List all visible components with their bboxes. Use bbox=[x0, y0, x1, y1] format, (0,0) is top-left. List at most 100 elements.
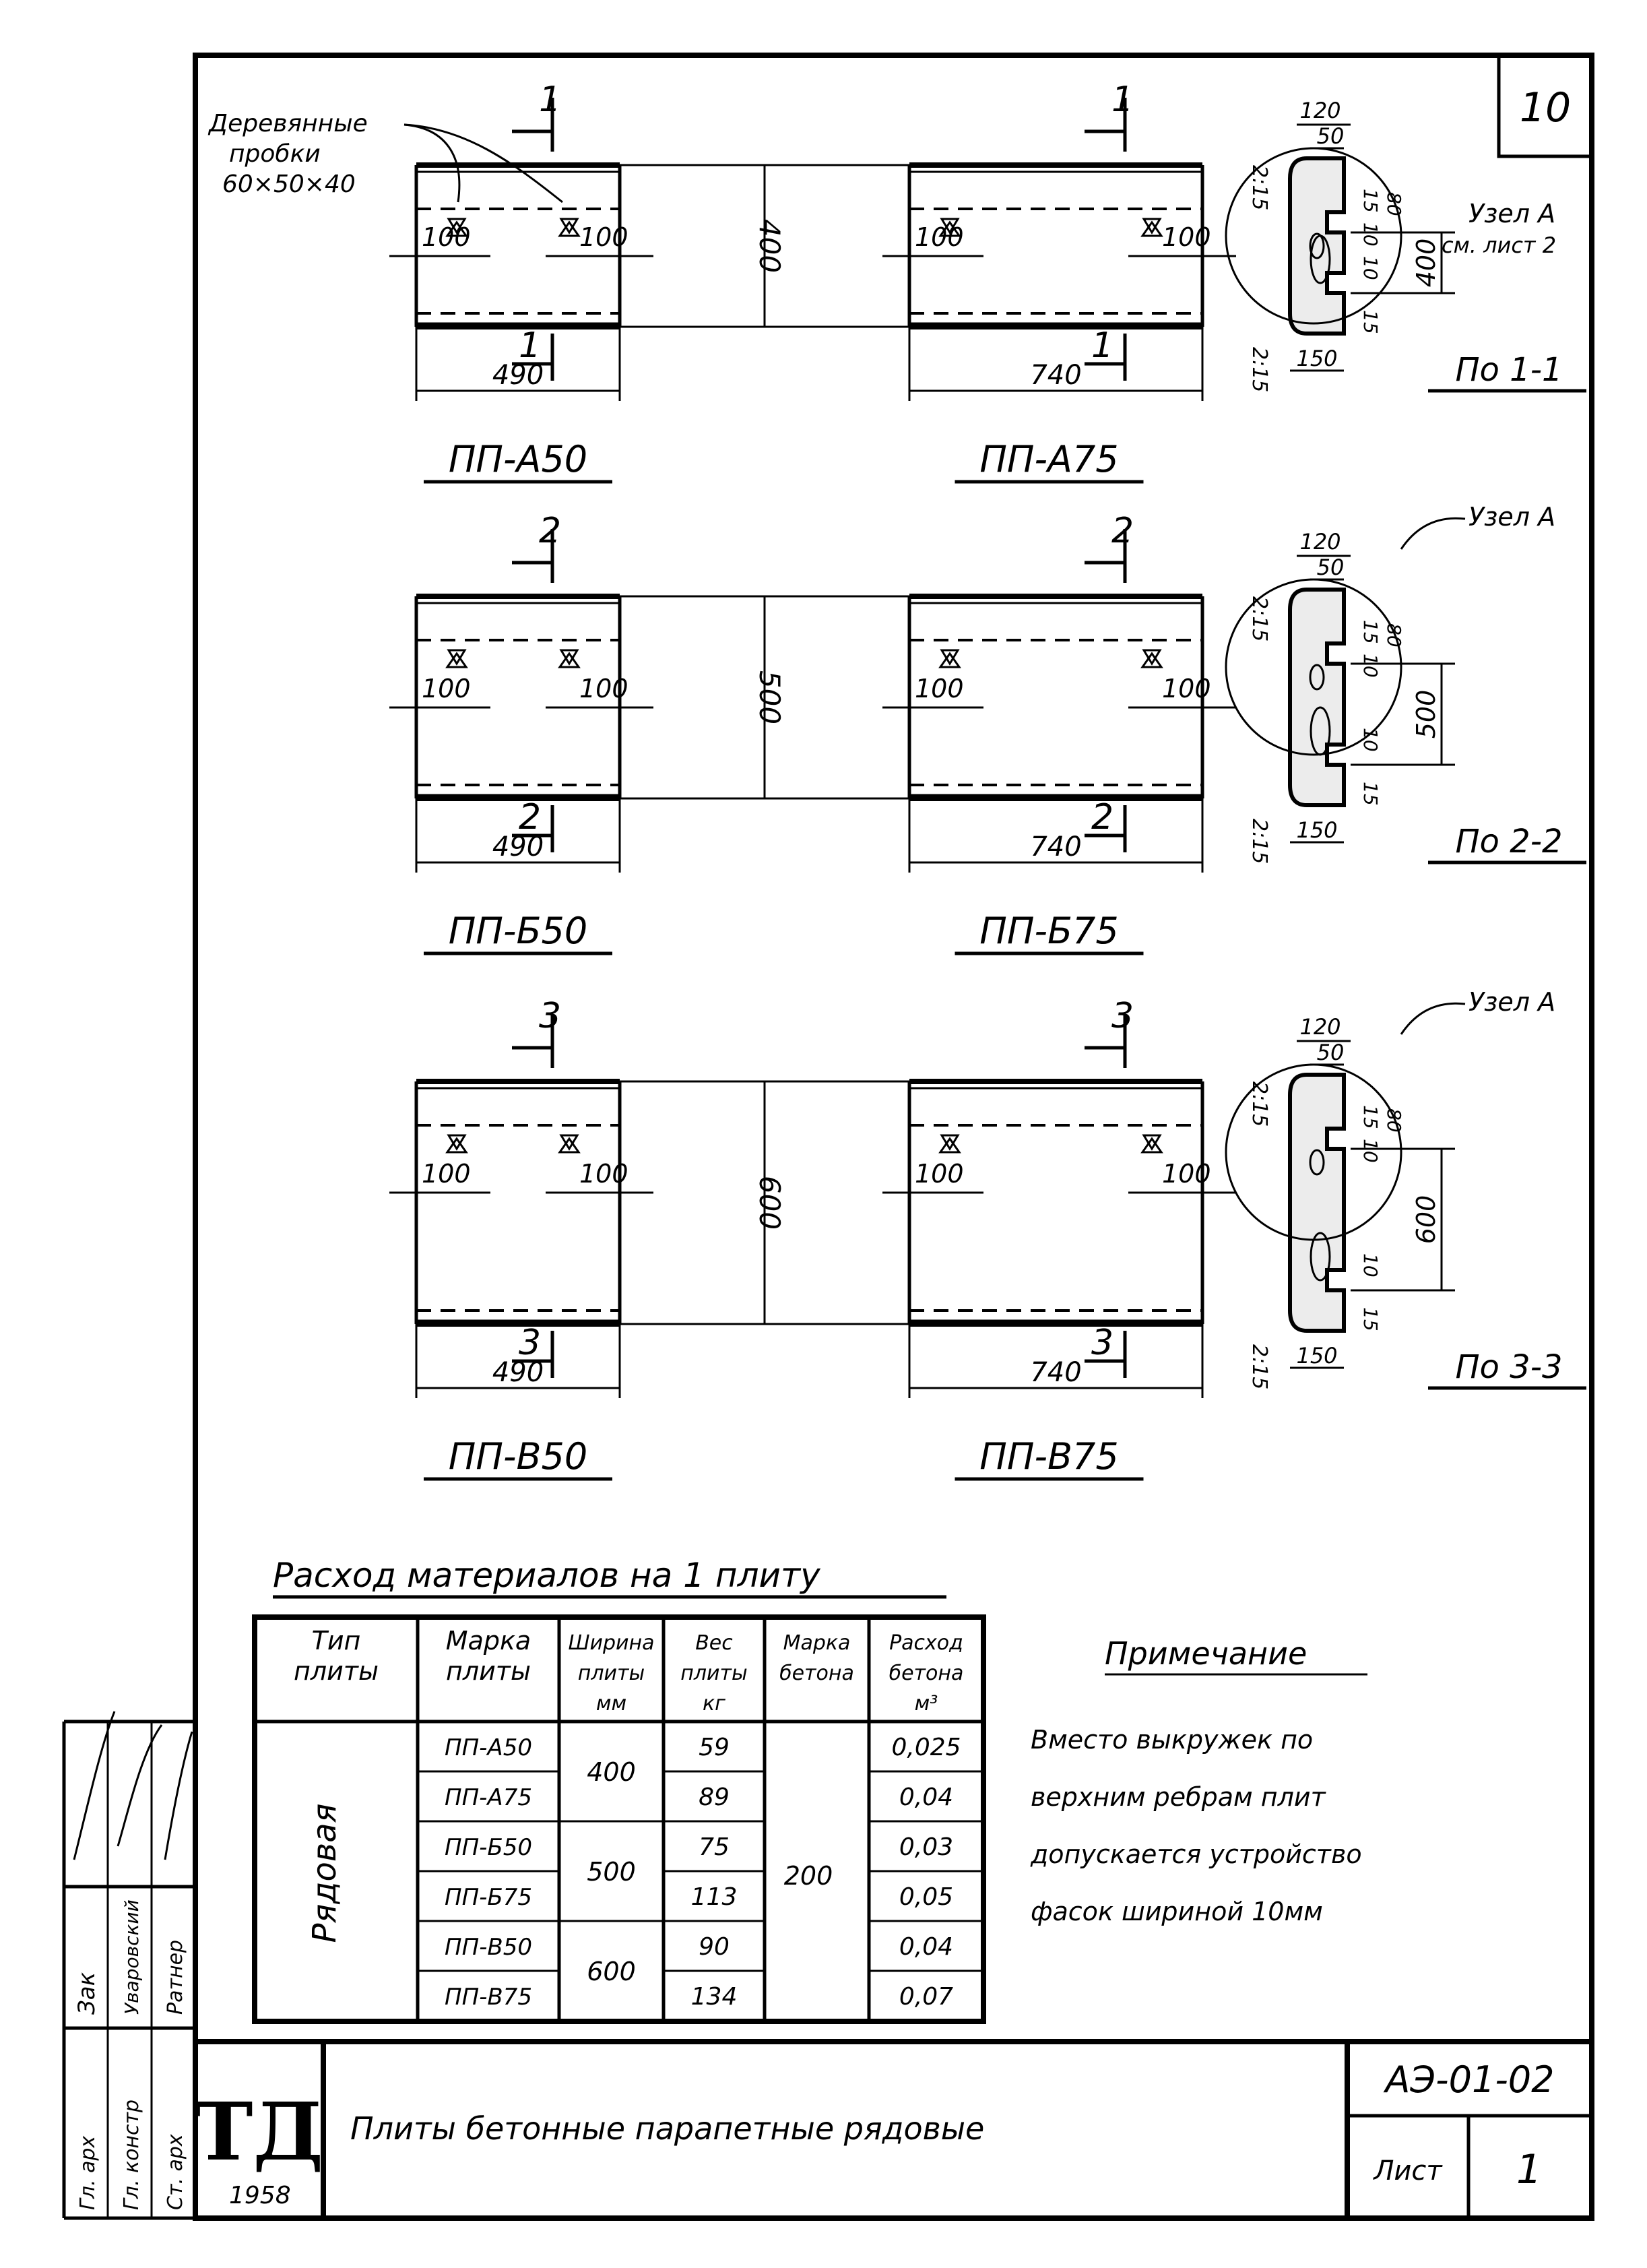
table-row: ПП-В50 90 0,04 bbox=[445, 1933, 953, 1961]
profile-step-value: 50 bbox=[1317, 555, 1345, 580]
section-label-top: 2 bbox=[1111, 511, 1134, 551]
wood-plugs-line-1: Деревянные bbox=[207, 110, 368, 137]
offset-left-value: 100 bbox=[915, 1159, 964, 1189]
profile-d80: 80 bbox=[1383, 192, 1405, 216]
plate-mark-caption: ПП-А75 bbox=[979, 438, 1118, 480]
wood-plugs-line-2: пробки bbox=[229, 140, 321, 168]
wood-plug-2 bbox=[558, 649, 581, 668]
aggregate-2 bbox=[1310, 1232, 1331, 1282]
note-block: Примечание Вместо выкружек по верхним ре… bbox=[1030, 1635, 1367, 1926]
table-cell-weight: 75 bbox=[699, 1833, 730, 1861]
plate-mark-caption: ПП-Б75 bbox=[979, 910, 1118, 952]
width-value: 490 bbox=[492, 831, 544, 862]
plate-mark-caption: ПП-Б50 bbox=[449, 910, 587, 952]
profile-d15a: 15 bbox=[1359, 189, 1382, 213]
table-cell-mark: ПП-Б50 bbox=[445, 1834, 532, 1861]
profile-height-value: 500 bbox=[1411, 690, 1441, 739]
node-a-label: Узел А bbox=[1468, 502, 1555, 532]
offset-right-value: 100 bbox=[579, 222, 628, 252]
profile-slope-top: 2:15 bbox=[1248, 596, 1271, 641]
table-cell-weight: 90 bbox=[699, 1933, 730, 1961]
aggregate-2 bbox=[1310, 234, 1331, 284]
table-cell-width: 400 bbox=[587, 1757, 636, 1787]
section-label-top: 1 bbox=[539, 80, 561, 120]
table-header-3-1: плиты bbox=[680, 1662, 747, 1685]
aggregate-1 bbox=[1309, 232, 1325, 259]
wood-plugs-line-3: 60×50×40 bbox=[222, 170, 356, 198]
see-sheet-label: см. лист 2 bbox=[1442, 232, 1556, 258]
section-label-top: 1 bbox=[1111, 80, 1134, 120]
wood-plug-1 bbox=[938, 1134, 961, 1154]
section-label-bottom: 2 bbox=[1091, 797, 1113, 838]
table-header-3-2: кг bbox=[703, 1692, 725, 1715]
table-header-2-2: мм bbox=[596, 1692, 626, 1715]
offset-left-value: 100 bbox=[422, 674, 471, 703]
table-cell-mark: ПП-Б75 bbox=[445, 1884, 532, 1911]
offset-left-value: 100 bbox=[915, 222, 964, 252]
aggregate-1 bbox=[1309, 1149, 1325, 1176]
profile-caption: По 3-3 bbox=[1455, 1348, 1562, 1386]
signature-scribbles bbox=[73, 1711, 193, 1860]
table-header-1-0: Марка bbox=[446, 1626, 531, 1656]
offset-left-value: 100 bbox=[422, 222, 471, 252]
profile-shape bbox=[1288, 588, 1346, 807]
profile-height-value: 600 bbox=[1411, 1195, 1441, 1245]
width-value: 740 bbox=[1030, 831, 1081, 862]
table-header-2-0: Ширина bbox=[568, 1631, 654, 1655]
table-cell-mark: ПП-В75 bbox=[445, 1984, 532, 2011]
table-row: ПП-Б50 75 0,03 bbox=[445, 1833, 953, 1861]
table-cell-volume: 0,04 bbox=[899, 1933, 953, 1961]
table-cell-weight: 134 bbox=[691, 1983, 738, 2011]
profile-slope-bottom: 2:15 bbox=[1248, 819, 1271, 864]
profile-bottom-value: 150 bbox=[1296, 346, 1337, 371]
profile-d10a: 10 bbox=[1359, 1139, 1382, 1163]
side-stamp: Зак Гл. арх Гл. констр Уваровский Ст. ар… bbox=[62, 1711, 195, 2220]
table-cell-mark: ПП-В50 bbox=[445, 1934, 532, 1961]
profile-d10b: 10 bbox=[1359, 728, 1382, 752]
profile-slope-bottom: 2:15 bbox=[1248, 1344, 1271, 1389]
plate-mark-caption: ПП-А50 bbox=[449, 438, 587, 480]
aggregate-1 bbox=[1309, 664, 1325, 691]
profile-caption: По 1-1 bbox=[1455, 351, 1562, 389]
profile-d15a: 15 bbox=[1359, 620, 1382, 644]
profile-d15b: 15 bbox=[1359, 782, 1382, 806]
profile-top-value: 120 bbox=[1299, 1014, 1341, 1040]
table-header-2-1: плиты bbox=[578, 1662, 645, 1685]
wood-plug-1 bbox=[445, 649, 468, 668]
table-header-4-0: Марка bbox=[783, 1631, 851, 1655]
section-label-top: 3 bbox=[1111, 996, 1134, 1036]
section-label-bottom: 1 bbox=[1091, 325, 1113, 366]
node-a-label: Узел А bbox=[1468, 199, 1555, 228]
table-frame bbox=[252, 1614, 986, 2024]
table-cell-volume: 0,03 bbox=[899, 1833, 953, 1861]
sheet-number: 1 bbox=[1516, 2146, 1542, 2193]
section-label-top: 3 bbox=[539, 996, 561, 1036]
profile-d10a: 10 bbox=[1359, 654, 1382, 678]
profile-top-value: 120 bbox=[1299, 98, 1341, 123]
section-label-bottom: 3 bbox=[519, 1323, 541, 1363]
note-line-4: фасок шириной 10мм bbox=[1031, 1897, 1323, 1926]
drawing-title: Плиты бетонные парапетные рядовые bbox=[350, 2110, 984, 2147]
profile-bottom-value: 150 bbox=[1296, 1343, 1337, 1368]
offset-right-value: 100 bbox=[1162, 1159, 1211, 1189]
node-a-leader bbox=[1400, 1002, 1466, 1035]
profile-height-value: 400 bbox=[1411, 239, 1441, 288]
profile-shape bbox=[1288, 156, 1346, 336]
width-value: 490 bbox=[492, 360, 544, 391]
profile-d10b: 10 bbox=[1359, 1253, 1382, 1278]
height-value: 500 bbox=[753, 670, 786, 724]
offset-right-value: 100 bbox=[1162, 222, 1211, 252]
section-label-bottom: 3 bbox=[1091, 1323, 1113, 1363]
stamp-year: 1958 bbox=[229, 2182, 291, 2209]
profile-bottom-value: 150 bbox=[1296, 817, 1337, 843]
